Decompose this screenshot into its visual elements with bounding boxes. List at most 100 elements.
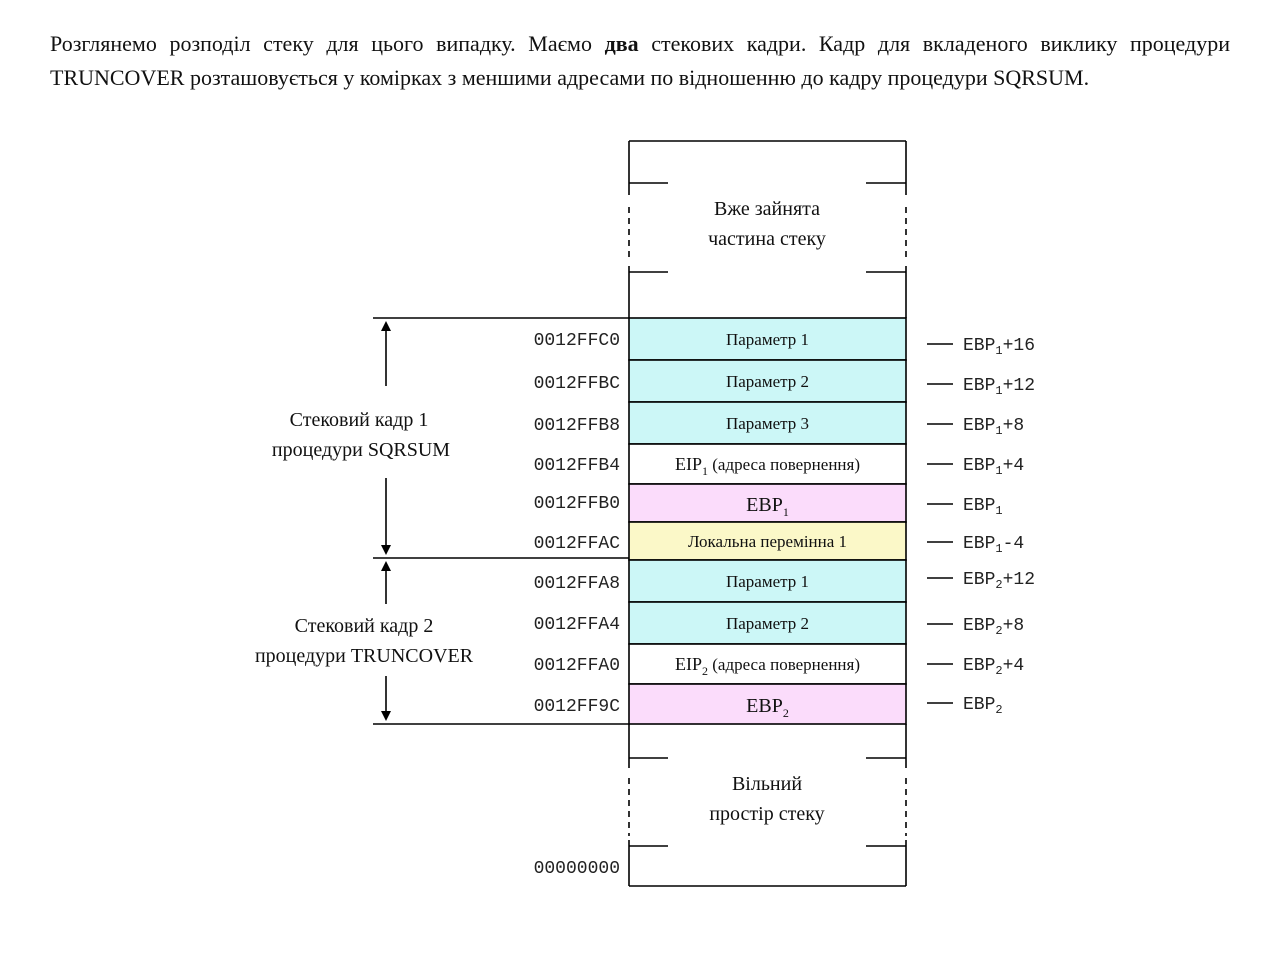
cell-address: 0012FFA0: [534, 656, 620, 676]
stack-cell-label: EIP2 (адреса повернення): [675, 654, 860, 678]
stack-cell: Параметр 1 0012FFA8 EBP2+12: [534, 559, 1035, 603]
cell-ebp-offset: EBP1+8: [963, 416, 1024, 438]
cell-address: 0012FF9C: [534, 697, 621, 717]
cell-address: 0012FFB0: [534, 494, 620, 514]
offset-subscript: 2: [995, 703, 1002, 717]
bottom-address: 00000000: [534, 859, 620, 879]
frame1-label-line2: процедури SQRSUM: [272, 439, 450, 461]
offset-base: EBP: [963, 534, 995, 554]
offset-subscript: 2: [995, 624, 1002, 638]
stack-cell-box: [628, 317, 907, 361]
offset-suffix: +8: [1003, 416, 1025, 436]
free-label-line1: Вільний: [732, 773, 802, 795]
stack-cell-label: Параметр 3: [726, 414, 809, 433]
offset-base: EBP: [963, 616, 995, 636]
cell-ebp-offset: EBP1-4: [963, 534, 1024, 556]
cell-label-suffix: (адреса повернення): [708, 655, 860, 674]
cell-ebp-offset: EBP1+12: [963, 376, 1035, 398]
stack-cell-box: [628, 359, 907, 403]
offset-subscript: 1: [995, 504, 1002, 518]
stack-cell-box: [628, 483, 907, 523]
offset-suffix: +16: [1003, 336, 1035, 356]
stack-cell: Параметр 2 0012FFA4 EBP2+8: [534, 601, 1024, 645]
offset-suffix: +12: [1003, 376, 1035, 396]
offset-suffix: +4: [1003, 456, 1025, 476]
occupied-label-line2: частина стеку: [708, 228, 826, 250]
cell-address: 0012FFBC: [534, 374, 621, 394]
stack-cell: Параметр 3 0012FFB8 EBP1+8: [534, 401, 1024, 445]
free-label-line2: простір стеку: [709, 803, 824, 825]
offset-suffix: +12: [1003, 570, 1035, 590]
offset-subscript: 2: [995, 578, 1002, 592]
stack-cell-box: [628, 601, 907, 645]
offset-base: EBP: [963, 376, 995, 396]
offset-base: EBP: [963, 336, 995, 356]
occupied-label-line1: Вже зайнята: [714, 198, 820, 220]
offset-base: EBP: [963, 570, 995, 590]
intro-text-2: стекових кадри. Кадр для вкладеного викл…: [50, 31, 1231, 90]
stack-cell-label: Параметр 1: [726, 572, 809, 591]
cell-address: 0012FFA4: [534, 615, 620, 635]
cell-label-subscript: 1: [702, 464, 708, 478]
offset-base: EBP: [963, 416, 995, 436]
stack-cell-label: EBP1: [746, 494, 789, 519]
occupied-stack-region: Вже зайнята частина стеку: [628, 140, 907, 318]
frame2-label-line2: процедури TRUNCOVER: [255, 645, 474, 667]
stack-cell-box: [628, 559, 907, 603]
offset-subscript: 1: [995, 542, 1002, 556]
cell-ebp-offset: EBP2+4: [963, 656, 1024, 678]
stack-cell-box: [628, 521, 907, 561]
stack-cell-label: Параметр 2: [726, 372, 809, 391]
stack-cell: Параметр 2 0012FFBC EBP1+12: [534, 359, 1035, 403]
cell-address: 0012FFC0: [534, 331, 620, 351]
cell-address: 0012FFA8: [534, 574, 620, 594]
cell-ebp-offset: EBP2+12: [963, 570, 1035, 592]
stack-cell-label: Параметр 1: [726, 330, 809, 349]
free-stack-region: Вільний простір стеку 00000000: [534, 724, 907, 887]
frame2-label-line1: Стековий кадр 2: [295, 615, 434, 637]
offset-subscript: 1: [995, 384, 1002, 398]
offset-suffix: +8: [1003, 616, 1025, 636]
cell-label-main: EIP: [675, 654, 702, 674]
offset-base: EBP: [963, 496, 995, 516]
intro-paragraph: Розглянемо розподіл стеку для цього випа…: [50, 27, 1230, 95]
offset-suffix: -4: [1003, 534, 1025, 554]
cell-label-main: EIP: [675, 454, 702, 474]
stack-cell-box: [628, 683, 907, 725]
stack-cell-label: EIP1 (адреса повернення): [675, 454, 860, 478]
cell-label-suffix: (адреса повернення): [708, 455, 860, 474]
cell-label-subscript: 1: [783, 505, 789, 519]
cell-label-subscript: 2: [783, 706, 789, 720]
offset-suffix: +4: [1003, 656, 1025, 676]
stack-cell: EIP1 (адреса повернення) 0012FFB4 EBP1+4: [534, 443, 1024, 485]
cell-label-subscript: 2: [702, 664, 708, 678]
intro-text-1: Розглянемо розподіл стеку для цього випа…: [50, 31, 605, 56]
stack-cell-box: [628, 643, 907, 685]
cell-ebp-offset: EBP1+16: [963, 336, 1035, 358]
cell-ebp-offset: EBP1+4: [963, 456, 1024, 478]
cell-ebp-offset: EBP2+8: [963, 616, 1024, 638]
cell-ebp-offset: EBP1: [963, 496, 1003, 518]
offset-subscript: 1: [995, 344, 1002, 358]
cell-address: 0012FFAC: [534, 534, 621, 554]
offset-base: EBP: [963, 656, 995, 676]
stack-cell-label: Параметр 2: [726, 614, 809, 633]
offset-subscript: 2: [995, 664, 1002, 678]
frame1-label-line1: Стековий кадр 1: [290, 409, 429, 431]
offset-subscript: 1: [995, 424, 1002, 438]
offset-base: EBP: [963, 695, 995, 715]
cell-address: 0012FFB8: [534, 416, 620, 436]
stack-cell-label: EBP2: [746, 695, 789, 720]
cell-ebp-offset: EBP2: [963, 695, 1003, 717]
cell-label-main: EBP: [746, 695, 783, 717]
stack-cell-box: [628, 443, 907, 485]
intro-bold-count: два: [604, 31, 639, 56]
cell-label-main: EBP: [746, 494, 783, 516]
stack-cell: Параметр 1 0012FFC0 EBP1+16: [534, 317, 1035, 361]
cell-address: 0012FFB4: [534, 456, 620, 476]
